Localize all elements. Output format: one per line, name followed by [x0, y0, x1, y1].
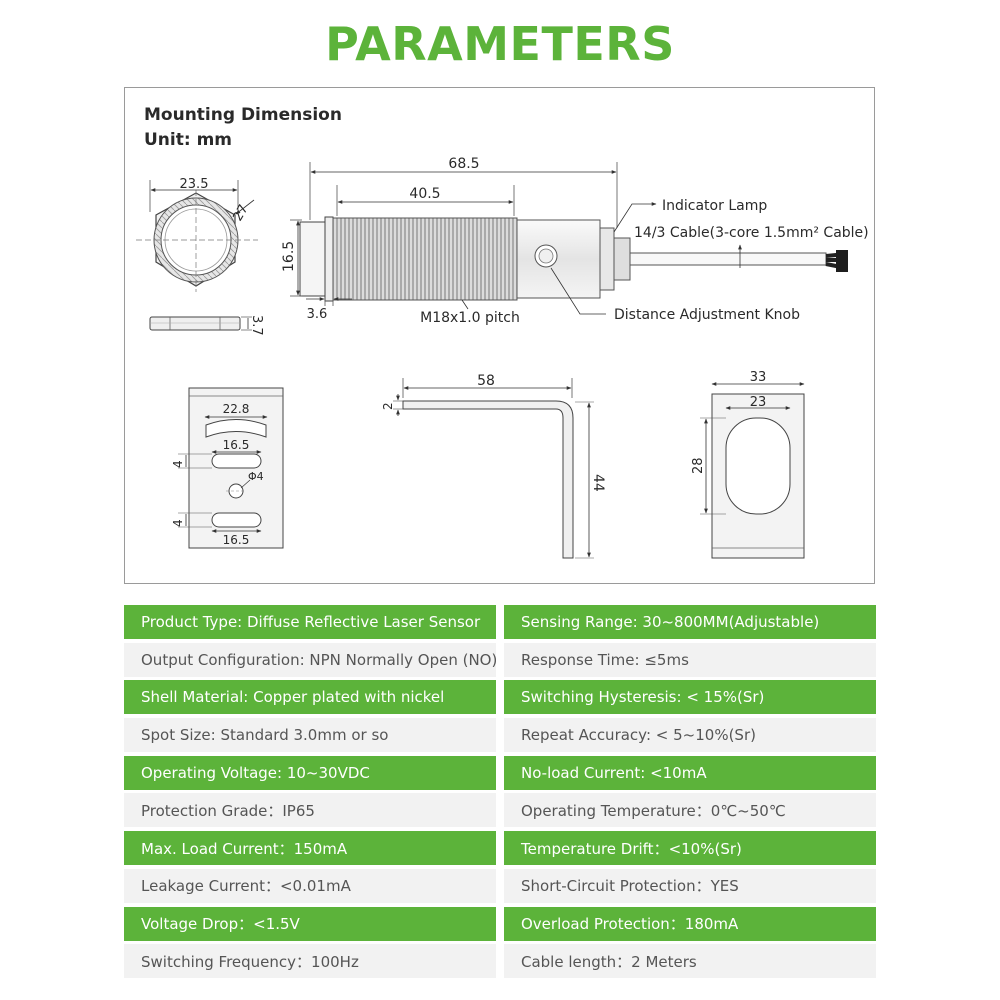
spec-cell: Protection Grade：IP65 [124, 793, 496, 828]
indicator-lamp-callout: Indicator Lamp [613, 198, 767, 233]
diagram-unit: Unit: mm [144, 130, 232, 150]
spec-cell: Repeat Accuracy: < 5~10%(Sr) [504, 718, 876, 753]
bracket-side-view [402, 400, 574, 559]
spec-cell: Overload Protection：180mA [504, 906, 876, 941]
thread-length-label: 40.5 [409, 186, 440, 202]
spec-cell: Sensing Range: 30~800MM(Adjustable) [504, 605, 876, 639]
thread-pitch-label: M18x1.0 pitch [420, 310, 520, 326]
mounting-dimension-panel [124, 87, 875, 584]
nut-width-label: 23.5 [180, 177, 209, 192]
mounting-dimension-drawing: Mounting Dimension Unit: mm 23.5 27 3.7 [136, 105, 869, 559]
spec-cell: Output Configuration: NPN Normally Open … [124, 642, 496, 677]
back-outer-width-label: 33 [750, 370, 767, 385]
nut-side-view: 3.7 [149, 315, 264, 336]
spec-cell: Leakage Current：<0.01mA [124, 868, 496, 903]
nut-corner-dimension: 27 [230, 199, 255, 224]
side-height-label: 44 [590, 474, 606, 492]
nut-corner-label: 27 [230, 202, 251, 224]
bracket-side-dimensions: 58 2 44 [381, 373, 606, 559]
front-gap-label: 3.6 [307, 307, 328, 322]
knob-label: Distance Adjustment Knob [614, 307, 800, 323]
spec-cell: Product Type: Diffuse Reflective Laser S… [124, 605, 496, 639]
spec-cell: Switching Frequency：100Hz [124, 944, 496, 979]
knob-callout: Distance Adjustment Knob [550, 267, 800, 323]
thread-length-dimension: 40.5 [336, 185, 515, 216]
bracket-back-view [711, 393, 805, 559]
thread-pitch-callout: M18x1.0 pitch [420, 299, 520, 326]
side-thickness-label: 2 [381, 402, 395, 410]
slot-height-upper-label: 4 [171, 460, 185, 468]
spec-cell: Cable length：2 Meters [504, 944, 876, 979]
bottom-slot-label: 16.5 [223, 533, 250, 547]
page-title: PARAMETERS [325, 17, 675, 71]
spec-cell: Short-Circuit Protection：YES [504, 868, 876, 903]
nut-top-view [136, 190, 258, 292]
back-inner-width-label: 23 [750, 395, 767, 410]
total-length-label: 68.5 [448, 156, 479, 172]
spec-cell: Shell Material: Copper plated with nicke… [124, 680, 496, 715]
mid-slot-label: 16.5 [223, 438, 250, 452]
spec-cell: Operating Voltage: 10~30VDC [124, 755, 496, 790]
indicator-lamp-label: Indicator Lamp [662, 198, 767, 214]
top-slot-label: 22.8 [223, 402, 250, 416]
nut-width-dimension: 23.5 [149, 177, 239, 212]
total-length-dimension: 68.5 [309, 156, 618, 228]
cable-callout: 14/3 Cable(3-core 1.5mm² Cable) [634, 225, 869, 268]
front-gap-dimension: 3.6 [306, 297, 352, 322]
sensor-cable [629, 250, 848, 272]
spec-cell: Temperature Drift：<10%(Sr) [504, 831, 876, 866]
spec-cell: Max. Load Current：150mA [124, 831, 496, 866]
bracket-back-dimensions: 33 23 28 [691, 370, 805, 515]
hole-label: Φ4 [248, 470, 264, 483]
diameter-dimension: 16.5 [281, 219, 302, 297]
spec-table: Product Type: Diffuse Reflective Laser S… [124, 605, 876, 979]
sensor-body [299, 216, 631, 302]
side-length-label: 58 [477, 373, 495, 389]
spec-cell: No-load Current: <10mA [504, 755, 876, 790]
cable-label: 14/3 Cable(3-core 1.5mm² Cable) [634, 225, 869, 241]
diagram-heading: Mounting Dimension [144, 105, 342, 125]
back-height-label: 28 [691, 457, 706, 474]
spec-cell: Switching Hysteresis: < 15%(Sr) [504, 680, 876, 715]
spec-cell: Response Time: ≤5ms [504, 642, 876, 677]
spec-cell: Spot Size: Standard 3.0mm or so [124, 718, 496, 753]
diameter-label: 16.5 [281, 241, 297, 272]
spec-cell: Voltage Drop：<1.5V [124, 906, 496, 941]
bracket-front-dimensions: 22.8 16.5 4 Φ4 4 16.5 [171, 402, 268, 547]
nut-thickness-label: 3.7 [249, 315, 264, 336]
spec-cell: Operating Temperature：0℃~50℃ [504, 793, 876, 828]
slot-height-lower-label: 4 [171, 519, 185, 527]
